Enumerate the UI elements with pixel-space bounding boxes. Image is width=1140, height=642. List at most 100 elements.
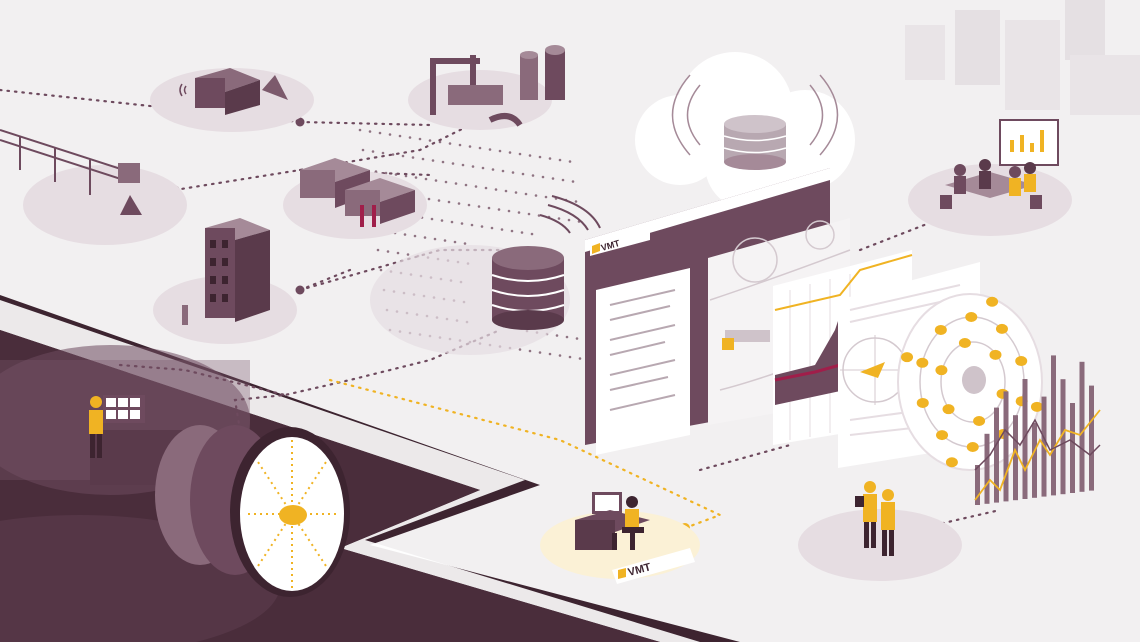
matrix-dot — [427, 197, 431, 201]
matrix-dot — [401, 154, 405, 158]
matrix-dot — [471, 165, 475, 168]
matrix-dot — [384, 171, 388, 175]
matrix-dot — [510, 229, 514, 233]
matrix-dot — [463, 242, 467, 245]
ring-segment-dot — [916, 357, 929, 368]
matrix-dot — [468, 145, 472, 148]
matrix-dot — [474, 185, 478, 188]
conveyor-icon — [0, 129, 142, 215]
ring-segment-dot — [965, 312, 978, 323]
matrix-dot — [394, 173, 398, 176]
matrix-dot — [575, 337, 579, 340]
matrix-dot — [371, 150, 375, 153]
matrix-dot — [444, 180, 448, 184]
matrix-dot — [528, 349, 532, 353]
matrix-dot — [406, 253, 410, 256]
matrix-dot — [441, 160, 445, 164]
matrix-dot — [460, 222, 464, 225]
matrix-dot — [391, 153, 395, 156]
tunnel-boring-machine-icon — [90, 425, 350, 597]
matrix-dot — [438, 140, 442, 144]
matrix-dot — [578, 357, 582, 360]
matrix-dot — [428, 139, 432, 142]
matrix-dot — [396, 251, 400, 255]
data-connectors — [0, 88, 1002, 527]
matrix-dot — [418, 137, 422, 141]
dashboard-windows — [585, 168, 980, 468]
matrix-dot — [520, 231, 524, 234]
matrix-dot — [501, 169, 505, 173]
matrix-dot — [524, 192, 528, 196]
matrix-dot — [484, 186, 488, 190]
bar-chart-bar — [984, 433, 990, 504]
matrix-dot — [448, 142, 452, 145]
matrix-dot — [557, 217, 561, 220]
bar-chart-bar — [1003, 391, 1009, 502]
ring-segment-dot — [945, 457, 958, 468]
matrix-dot — [537, 214, 541, 217]
matrix-dot — [548, 157, 552, 160]
matrix-dot — [464, 183, 468, 187]
matrix-dot — [498, 149, 502, 153]
office-building-icon — [182, 218, 270, 325]
matrix-dot — [361, 148, 365, 152]
matrix-dot — [434, 179, 438, 182]
matrix-dot — [487, 206, 491, 210]
matrix-dot — [534, 194, 538, 197]
matrix-dot — [480, 225, 484, 228]
site-office-icon — [300, 158, 415, 227]
matrix-dot — [565, 335, 569, 339]
ring-segment-dot — [916, 397, 929, 408]
matrix-dot — [517, 211, 521, 214]
matrix-dot — [398, 134, 402, 138]
matrix-dot — [443, 239, 447, 242]
matrix-dot — [451, 162, 455, 165]
ring-segment-dot — [936, 430, 949, 441]
bar-chart-bar — [994, 407, 999, 503]
matrix-dot — [414, 176, 418, 179]
bar-chart-bar — [1022, 379, 1028, 499]
ring-segment-dot — [1030, 401, 1043, 412]
ring-segment-dot — [935, 365, 948, 376]
matrix-dot — [555, 334, 559, 337]
vmt-logo-operator: VMT — [612, 548, 695, 584]
list-panel — [596, 268, 690, 455]
matrix-dot — [571, 180, 575, 183]
matrix-dot — [521, 172, 525, 176]
matrix-dot — [431, 159, 435, 162]
matrix-dot — [568, 160, 572, 163]
matrix-dot — [544, 195, 548, 199]
matrix-dot — [490, 226, 494, 230]
matrix-dot — [378, 131, 382, 135]
matrix-dot — [403, 233, 407, 236]
matrix-dot — [548, 352, 552, 356]
matrix-dot — [558, 354, 562, 357]
matrix-dot — [454, 182, 458, 185]
matrix-dot — [404, 174, 408, 178]
svg-text:VMT: VMT — [627, 561, 653, 579]
database-icon — [491, 195, 601, 330]
matrix-dot — [541, 175, 545, 179]
matrix-dot — [457, 202, 461, 205]
matrix-dot — [477, 205, 481, 208]
matrix-dot — [478, 146, 482, 150]
ring-segment-dot — [966, 441, 979, 452]
matrix-dot — [376, 248, 380, 252]
matrix-dot — [453, 240, 457, 244]
ring-segment-dot — [989, 349, 1002, 360]
matrix-dot — [491, 168, 495, 171]
ring-segment-dot — [901, 352, 914, 363]
matrix-dot — [379, 268, 383, 272]
ring-segment-dot — [986, 296, 999, 307]
bar-chart-bar — [1079, 361, 1085, 492]
tunnel-worker-icon — [89, 395, 145, 458]
ring-segment-dot — [934, 324, 947, 335]
matrix-dot — [514, 191, 518, 194]
matrix-dot — [386, 250, 390, 253]
city-buildings-icon — [905, 0, 1140, 115]
site-containers-icon — [179, 68, 288, 115]
matrix-dot — [504, 189, 508, 193]
matrix-dot — [567, 218, 571, 222]
matrix-dot — [518, 152, 522, 156]
